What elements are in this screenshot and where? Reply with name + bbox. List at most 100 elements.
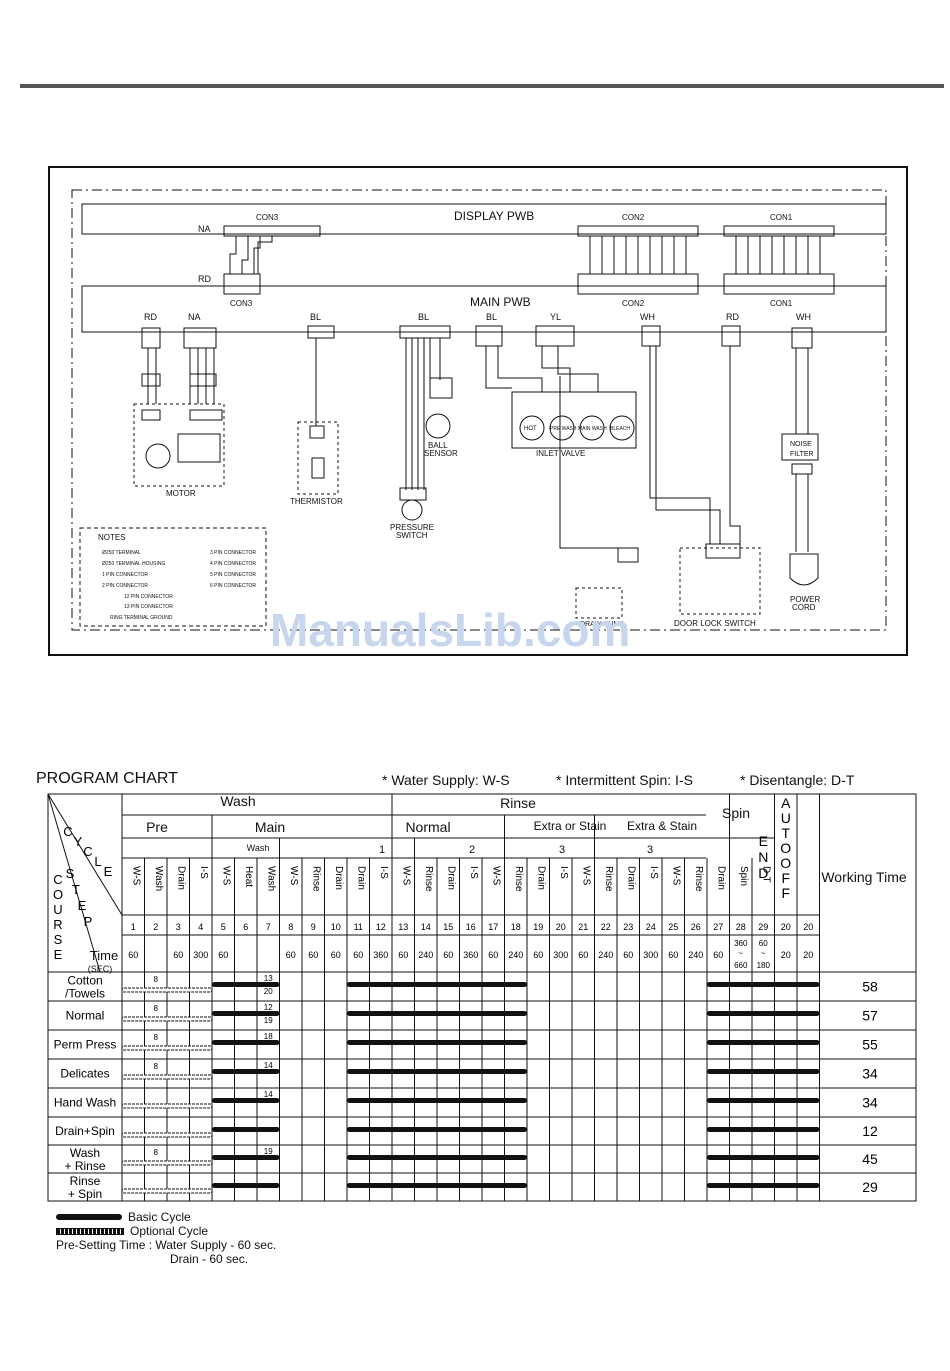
step-number: 12 — [376, 922, 386, 932]
basic-cycle-bar — [212, 1127, 280, 1132]
con1-display-label: CON1 — [770, 213, 793, 222]
step-number: 6 — [243, 922, 248, 932]
main-wash-minutes: 19 — [264, 1016, 273, 1025]
step-header: I-S — [648, 866, 659, 879]
wiring-svg: DISPLAY PWB MAIN PWB CON3 CON2 CON1 CON3… — [71, 189, 887, 654]
con3-main-label: CON3 — [230, 299, 253, 308]
step-number: 23 — [623, 922, 633, 932]
step-header: Drain — [715, 866, 726, 890]
course-working-time: 34 — [862, 1095, 878, 1111]
basic-cycle-swatch — [56, 1214, 122, 1220]
basic-cycle-bar — [347, 1183, 527, 1188]
program-chart-title: PROGRAM CHART — [36, 770, 178, 787]
pre-wash-minutes: 8 — [154, 975, 159, 984]
step-number: 22 — [601, 922, 611, 932]
course-name: Rinse — [70, 1174, 101, 1188]
basic-cycle-bar — [707, 982, 820, 987]
course-working-time: 55 — [862, 1037, 878, 1053]
step-time: 240 — [418, 950, 433, 960]
step-header: W-S — [490, 866, 501, 886]
step-number: 3 — [176, 922, 181, 932]
display-pwb-label: DISPLAY PWB — [454, 209, 534, 223]
step-number: 20 — [556, 922, 566, 932]
valve-pre-wash: PRE WASH — [550, 426, 577, 432]
step-time: ~ — [761, 949, 766, 958]
ball-sensor-label-2: SENSOR — [424, 449, 458, 458]
end-letter: N — [758, 849, 768, 865]
motor-label: MOTOR — [166, 489, 196, 498]
step-time: 660 — [734, 961, 748, 970]
con2-main-label: CON2 — [622, 299, 645, 308]
auto-off-letter: F — [781, 870, 790, 886]
step-number: 5 — [221, 922, 226, 932]
pre-wash-minutes: 8 — [154, 1148, 159, 1157]
corner-course-letter: S — [54, 932, 63, 947]
drain-pump-label: DRAIN PUMP — [580, 621, 624, 628]
wire-bl-sensor: BL — [418, 312, 429, 322]
group-wash: Wash — [220, 793, 255, 809]
auto-off-letter: O — [780, 855, 791, 871]
corner-course-letter: C — [53, 872, 62, 887]
step-time: 360 — [463, 950, 478, 960]
legend-optional-row: Optional Cycle — [56, 1224, 276, 1238]
top-rule — [20, 84, 944, 88]
auto-off-letter: F — [781, 885, 790, 901]
corner-step-letter: E — [78, 898, 87, 913]
corner-diagonal — [47, 793, 101, 973]
wire-na-motor: NA — [188, 312, 201, 322]
watermark-text: ManualsLib.com — [270, 604, 630, 654]
wire-rd-door: RD — [726, 312, 739, 322]
step-number: 11 — [354, 922, 363, 932]
valve-bleach: BLEACH — [610, 426, 630, 432]
step-number: 1 — [131, 922, 136, 932]
notes-item: Ø250 TERMINAL — [102, 550, 141, 556]
wire-bl-valve: BL — [486, 312, 497, 322]
basic-cycle-bar — [347, 982, 527, 987]
step-header: Drain — [625, 866, 636, 890]
step-header: I-S — [198, 866, 209, 879]
subgroup-extra-or-stain: Extra or Stain — [534, 819, 607, 833]
step-header: W-S — [220, 866, 231, 886]
course-name: Perm Press — [54, 1038, 117, 1052]
step-header: Drain — [175, 866, 186, 890]
wire-yl-valve: YL — [550, 312, 561, 322]
step-time: 60 — [308, 950, 318, 960]
optional-cycle-bar — [121, 1132, 213, 1138]
course-working-time: 57 — [862, 1008, 878, 1024]
power-cord-label-2: CORD — [792, 603, 816, 612]
subsub-2: 2 — [469, 844, 475, 856]
con1-main-label: CON1 — [770, 299, 793, 308]
step-header: I-S — [558, 866, 569, 879]
main-wash-minutes: 19 — [264, 1147, 273, 1156]
course-name: Drain+Spin — [55, 1124, 115, 1138]
presetting-drain: Drain - 60 sec. — [170, 1252, 249, 1266]
step-header: W-S — [130, 866, 141, 886]
main-wash-minutes: 20 — [264, 987, 273, 996]
notes-item: Ø250 TERMINAL HOUSING — [102, 561, 165, 567]
wire-na-top: NA — [198, 224, 211, 234]
notes-item: 1 PIN CONNECTOR — [102, 572, 148, 578]
step-time: 60 — [668, 950, 678, 960]
subsub-wash: Wash — [247, 843, 270, 853]
step-time: 240 — [508, 950, 523, 960]
step-time: 180 — [757, 961, 771, 970]
corner-step-letter: T — [72, 882, 80, 897]
step-number: 28 — [736, 922, 746, 932]
step-time: 60 — [286, 950, 296, 960]
basic-cycle-bar — [212, 982, 280, 987]
step-time: 20 — [803, 950, 813, 960]
step-header: I-S — [378, 866, 389, 879]
step-header: Spin — [738, 866, 749, 886]
corner-step-letter: S — [66, 866, 75, 881]
corner-course-letter: R — [53, 917, 62, 932]
corner-course-letter: E — [54, 947, 63, 962]
course-name: + Spin — [68, 1187, 102, 1201]
step-time: 360 — [373, 950, 388, 960]
optional-cycle-swatch — [56, 1227, 124, 1235]
step-time: 60 — [443, 950, 453, 960]
end-letter: E — [759, 833, 768, 849]
step-header: Rinse — [513, 866, 524, 892]
legend-basic-row: Basic Cycle — [56, 1210, 276, 1224]
basic-cycle-bar — [212, 1155, 280, 1160]
corner-sec: (SEC) — [88, 964, 113, 974]
